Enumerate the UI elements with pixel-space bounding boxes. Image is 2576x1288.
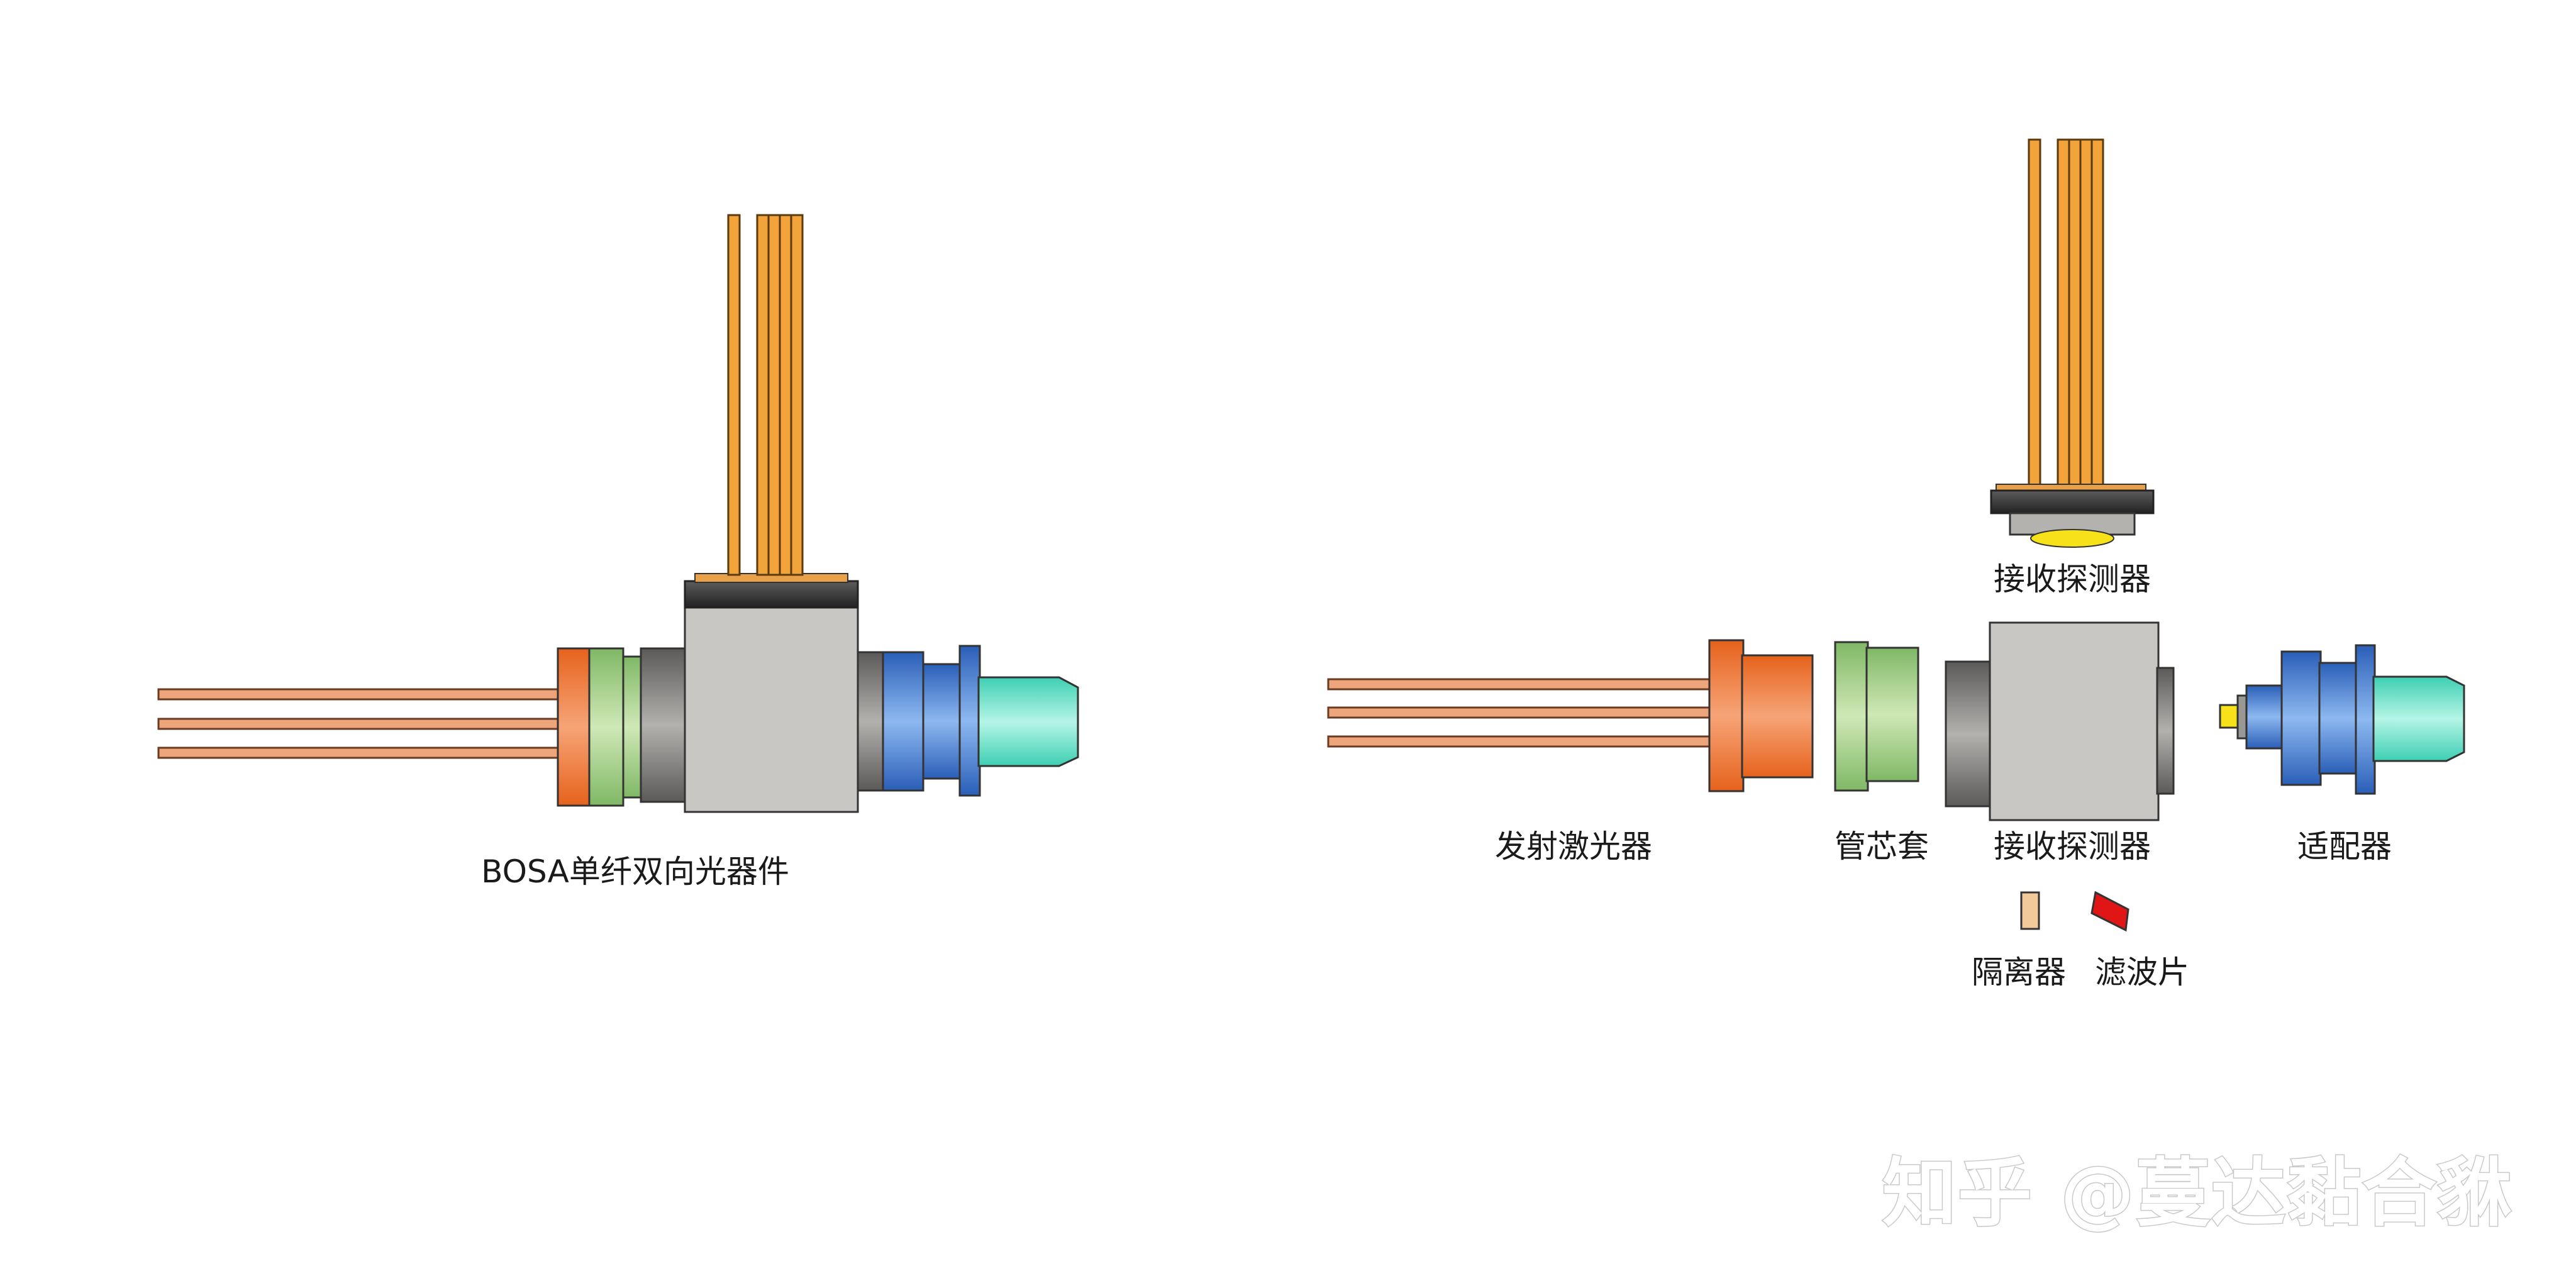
sleeve-flange [1834,641,1869,792]
transmitter-leads [1327,678,1713,748]
adapter-blue-a [2245,684,2284,750]
detector-pins [2028,138,2104,492]
adapter-blue-1 [882,651,924,792]
adapter-blue-d [2355,644,2376,795]
laser-leads [157,688,564,759]
adapter-cyan [2372,675,2465,762]
isolator-swatch [2020,891,2040,930]
detector-cap [1990,489,2155,514]
adapter-collar [857,651,884,792]
ferrule-sleeve [588,647,625,807]
label-transmitter: 发射激光器 [1495,828,1652,865]
assembled-caption: BOSA单纤双向光器件 [481,853,789,890]
receiver-body-part [1945,621,2175,821]
assembled-bosa [157,214,1079,813]
label-ferrule-sleeve: 管芯套 [1835,828,1929,865]
adapter-pin [2219,704,2240,729]
label-adapter: 适配器 [2297,828,2392,865]
receiver-main [1989,621,2160,821]
ferrule-sleeve-part [1834,641,1919,792]
watermark: 知乎 @蔓达黏合貅 [1882,1150,2513,1236]
receiver-pins [727,214,804,576]
laser-flange [557,647,592,807]
transmitter-laser [1327,639,1814,792]
filter-swatch [2090,891,2129,932]
adapter-blue-b [2280,650,2322,786]
ferrule-sleeve-ring [622,655,643,799]
adapter-blue-3 [958,645,981,797]
body-collar [640,647,687,803]
adapter-blue-2 [922,663,961,780]
label-filter: 滤波片 [2095,954,2189,991]
sleeve-body [1865,647,1919,782]
label-receiver-body: 接收探测器 [1994,828,2151,865]
receiver-body [684,605,859,813]
label-receiver-top: 接收探测器 [1994,561,2151,597]
transmitter-body [1741,654,1814,779]
adapter-part [2219,644,2465,795]
receiver-cap [684,580,859,609]
receiver-detector-top [1990,138,2155,548]
label-isolator: 隔离器 [1972,954,2066,991]
receiver-left-collar [1945,660,1992,808]
transmitter-flange [1708,639,1745,792]
adapter-cyan-tip [977,676,1079,767]
receiver-right-collar [2156,667,2175,795]
adapter-blue-c [2318,662,2358,775]
detector-lens [2030,529,2114,548]
